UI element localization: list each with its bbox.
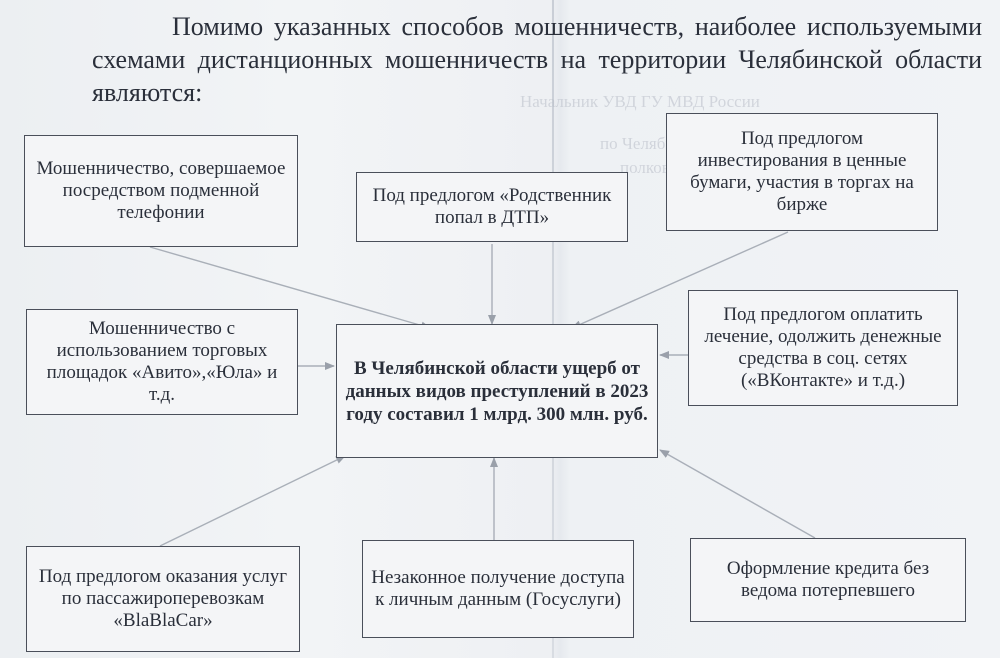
arrow-bottom-right — [659, 449, 816, 539]
box-investment-label: Под предлогом инвестирования в ценные бу… — [690, 128, 914, 215]
box-unauthorized-loan: Оформление кредита без ведома потерпевше… — [690, 538, 966, 622]
box-substitute-telephony: Мошенничество, совершаемое посредством п… — [24, 135, 298, 247]
box-ride-sharing-label: Под предлогом оказания услуг по пассажир… — [38, 566, 288, 631]
box-trading-platforms-label: Мошенничество с использованием торговых … — [46, 318, 278, 405]
box-ride-sharing: Под предлогом оказания услуг по пассажир… — [26, 546, 300, 652]
box-trading-platforms: Мошенничество с использованием торговых … — [26, 309, 298, 415]
box-social-networks: Под предлогом оплатить лечение, одолжить… — [688, 290, 958, 406]
bleed-through-line-1: Начальник УВД ГУ МВД России — [520, 92, 760, 111]
intro-paragraph: Помимо указанных способов мошенничеств, … — [92, 12, 982, 107]
box-relative-accident-label: Под предлогом «Родственник попал в ДТП» — [372, 185, 612, 228]
damage-summary-text: В Челябинской области ущерб от данных ви… — [345, 357, 649, 425]
box-substitute-telephony-label: Мошенничество, совершаемое посредством п… — [36, 158, 286, 223]
box-relative-accident: Под предлогом «Родственник попал в ДТП» — [356, 172, 628, 242]
box-unauthorized-loan-label: Оформление кредита без ведома потерпевше… — [726, 558, 930, 601]
box-social-networks-label: Под предлогом оплатить лечение, одолжить… — [704, 304, 942, 391]
arrow-top-left — [149, 246, 431, 330]
arrow-top-right — [571, 231, 789, 329]
box-gosuslugi-access-label: Незаконное получение доступа к личным да… — [371, 567, 625, 610]
box-investment: Под предлогом инвестирования в ценные бу… — [666, 113, 938, 231]
box-damage-summary: В Челябинской области ущерб от данных ви… — [336, 324, 658, 458]
box-gosuslugi-access: Незаконное получение доступа к личным да… — [362, 540, 634, 638]
arrow-bottom-left — [159, 455, 346, 547]
